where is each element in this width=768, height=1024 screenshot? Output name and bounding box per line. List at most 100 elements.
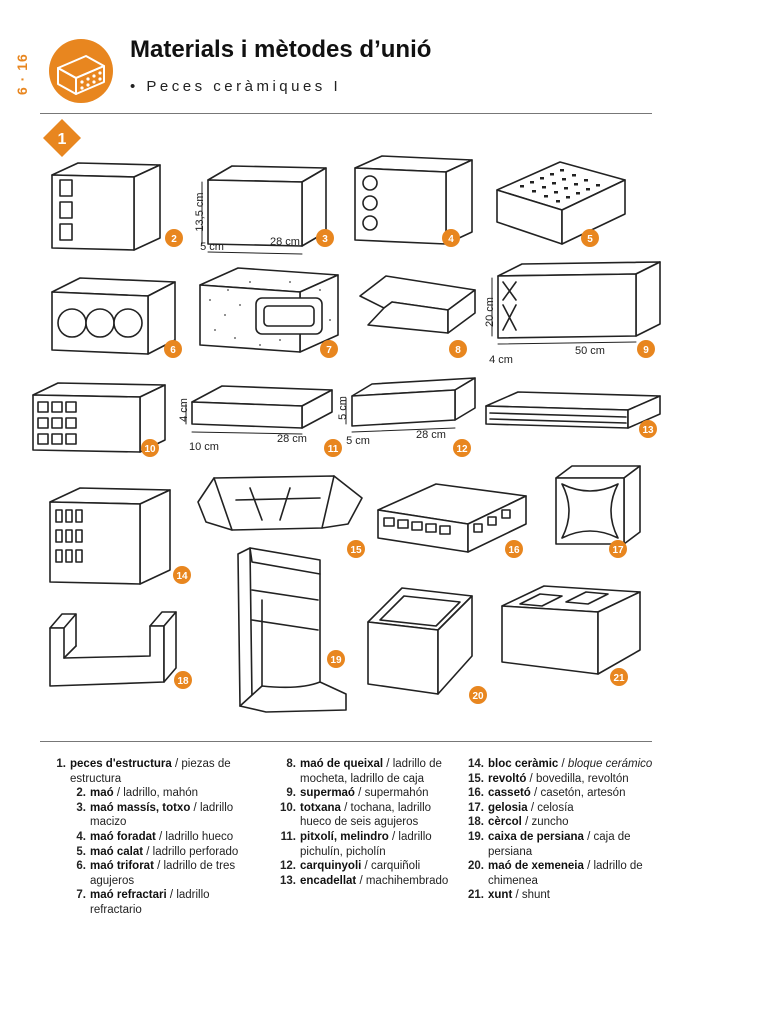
legend-item: 16.cassetó / casetón, artesón <box>460 786 660 801</box>
legend-translation: machihembrado <box>365 874 449 887</box>
figure-20-chimney-brick <box>367 587 473 695</box>
legend-item-text: encadellat / machihembrado <box>300 874 448 889</box>
legend-translation: carquiñoli <box>370 860 421 873</box>
svg-text:16: 16 <box>508 545 520 556</box>
legend-item-number: 17. <box>468 801 484 814</box>
figure-number-5: 5 <box>581 229 599 247</box>
legend-item: 21.xunt / shunt <box>460 888 660 903</box>
figure-17-lattice-block <box>555 465 641 545</box>
legend-item: 19.caixa de persiana / caja de persiana <box>460 830 660 859</box>
legend-item: 5.maó calat / ladrillo perforado <box>42 845 252 860</box>
legend-item-number: 21. <box>468 889 484 902</box>
svg-text:15: 15 <box>350 545 362 556</box>
legend-separator: / <box>354 787 365 800</box>
svg-text:9: 9 <box>643 345 649 356</box>
figure-15-vault-filler <box>197 475 363 531</box>
legend-translation: ladrillo, mahón <box>123 787 199 800</box>
dimension-12-length: 28 cm <box>416 429 446 441</box>
legend-item-text: maó calat / ladrillo perforado <box>90 845 238 860</box>
legend-item-text: cèrcol / zuncho <box>488 815 569 830</box>
legend-item: 15.revoltó / bovedilla, revoltón <box>460 772 660 787</box>
legend-separator: / <box>388 830 399 843</box>
figure-11-thin-brick <box>191 385 333 429</box>
figure-21-shunt-block <box>501 585 641 675</box>
legend-term: maó massís, totxo <box>90 801 191 814</box>
svg-text:11: 11 <box>328 444 339 455</box>
figure-number-17: 17 <box>609 540 627 558</box>
legend-term: supermaó <box>300 787 355 800</box>
legend-item-text: maó / ladrillo, mahón <box>90 786 198 801</box>
legend-item-text: maó de xemeneia / ladrillo de chimenea <box>488 859 660 888</box>
svg-text:2: 2 <box>171 234 177 245</box>
legend-item-number: 9. <box>286 787 296 800</box>
legend-translation: ladrillo refractario <box>90 889 210 916</box>
figure-number-21: 21 <box>610 668 628 686</box>
legend-term: maó de queixal <box>300 758 384 770</box>
svg-text:4: 4 <box>448 234 454 245</box>
legend-item: 8.maó de queixal / ladrillo de mocheta, … <box>272 757 462 786</box>
legend-separator: / <box>171 758 182 770</box>
legend-item-text: carquinyoli / carquiñoli <box>300 859 420 874</box>
figure-4-hollow-brick <box>354 155 473 245</box>
legend-item-number: 14. <box>468 758 484 770</box>
legend-separator: / <box>155 830 166 843</box>
legend-separator: / <box>526 772 536 785</box>
legend-translation: celosía <box>537 801 574 814</box>
legend-item-number: 2. <box>76 787 86 800</box>
figure-number-19: 19 <box>327 650 345 668</box>
svg-text:18: 18 <box>177 676 189 687</box>
legend-item: 11.pitxolí, melindro / ladrillo pichulín… <box>272 830 462 859</box>
legend-column-1: 1. peces d'estructura / piezas de estruct… <box>42 757 252 918</box>
figure-number-15: 15 <box>347 540 365 558</box>
svg-text:6: 6 <box>170 345 176 356</box>
legend-term: encadellat <box>300 874 357 887</box>
legend-translation: casetón, artesón <box>540 787 626 800</box>
dimension-3-length: 28 cm <box>270 236 300 248</box>
legend-translation: bovedilla, revoltón <box>535 772 629 785</box>
legend-item: 20.maó de xemeneia / ladrillo de chimene… <box>460 859 660 888</box>
legend-translation: zuncho <box>531 816 569 829</box>
legend-item-text: caixa de persiana / caja de persiana <box>488 830 660 859</box>
figure-8-notched-brick <box>359 275 476 334</box>
legend-separator: / <box>583 830 594 843</box>
dimension-9-width: 4 cm <box>489 354 513 366</box>
legend-translation: shunt <box>521 889 551 902</box>
legend-column-2: 8.maó de queixal / ladrillo de mocheta, … <box>272 757 462 888</box>
figure-5-perforated-brick <box>496 161 626 245</box>
legend-item: 18. cèrcol / zuncho <box>460 815 660 830</box>
legend-item-number: 10. <box>280 801 296 814</box>
legend-term: peces d'estructura <box>70 758 172 770</box>
legend-term: revoltó <box>488 772 527 785</box>
legend-term: maó foradat <box>90 830 156 843</box>
legend-term: maó calat <box>90 845 144 858</box>
legend-separator: / <box>530 787 541 800</box>
figure-19-blind-box <box>237 547 347 713</box>
legend-item-text: peces d'estructura / piezas de estructur… <box>70 757 252 786</box>
legend-item-text: maó foradat / ladrillo hueco <box>90 830 233 845</box>
legend-item-number: 7. <box>76 889 86 902</box>
section-subtitle: • Peces ceràmiques I <box>130 78 342 95</box>
legend-item-number: 18. <box>468 816 484 829</box>
dimension-3-width: 5 cm <box>200 241 224 253</box>
legend-separator: / <box>383 758 393 770</box>
legend-separator: / <box>356 874 366 887</box>
figure-number-2: 2 <box>165 229 183 247</box>
figure-number-4: 4 <box>442 229 460 247</box>
legend-item: 7.maó refractari / ladrillo refractario <box>42 888 252 917</box>
figure-10-six-hole-brick <box>32 382 166 453</box>
section-number-badge: 1 <box>43 119 81 157</box>
legend-translation: ladrillo pichulín, picholín <box>300 830 432 858</box>
svg-text:3: 3 <box>322 234 328 245</box>
svg-text:19: 19 <box>330 655 342 666</box>
legend-item-number: 1. <box>56 758 66 770</box>
legend-item: 17.gelosia / celosía <box>460 801 660 816</box>
legend-term: maó de xemeneia <box>488 860 584 873</box>
legend-translation: bloque cerámico <box>567 758 653 770</box>
figure-12-slim-brick <box>351 377 476 427</box>
legend-item-text: supermaó / supermahón <box>300 786 429 801</box>
svg-text:17: 17 <box>612 545 624 556</box>
legend-separator: / <box>166 889 177 902</box>
figure-6-three-hole-brick <box>51 277 176 355</box>
legend-item-text: maó de queixal / ladrillo de mocheta, la… <box>300 757 462 786</box>
legend-separator: / <box>143 845 153 858</box>
